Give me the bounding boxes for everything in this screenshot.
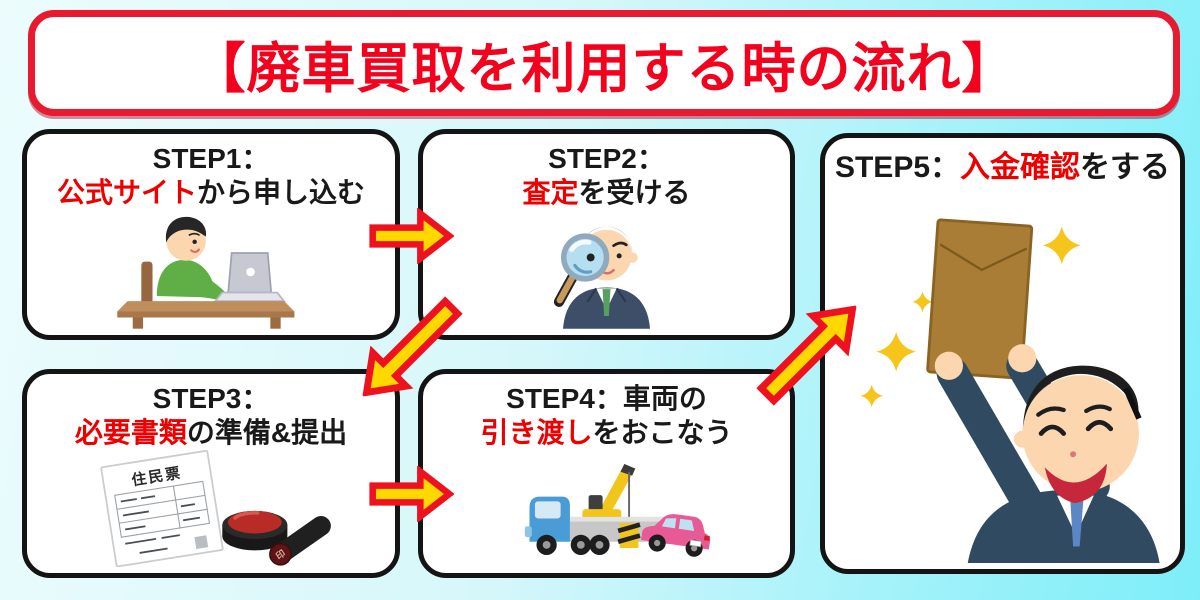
- person: [156, 217, 235, 302]
- head: [1013, 365, 1142, 503]
- document-text-dashes: [120, 495, 201, 555]
- step4-label: STEP4：車両の: [506, 383, 707, 414]
- arrow-step3-to-step4: [368, 466, 454, 522]
- residence-certificate-document: 住民票: [100, 450, 224, 567]
- arrow-step1-to-step2: [368, 208, 454, 264]
- money-envelope: [926, 218, 1034, 380]
- step3-rest: の準備&提出: [186, 417, 348, 449]
- laptop: [213, 252, 286, 303]
- page-title: 【廃車買取を利用する時の流れ】: [191, 38, 1017, 99]
- happy-man-holding-money-envelope-illustration: [860, 218, 1160, 563]
- step2-highlight: 査定: [522, 177, 579, 209]
- red-ink-pad: [222, 511, 288, 551]
- step1-rest: から申し込む: [197, 177, 366, 209]
- sparkles: [860, 226, 1081, 407]
- document-table-lines: [114, 481, 211, 539]
- title-banner: 【廃車買取を利用する時の流れ】: [28, 10, 1180, 116]
- step3-label: STEP3：: [152, 383, 270, 414]
- step1-highlight: 公式サイト: [56, 177, 197, 209]
- step4-heading: STEP4：車両の 引き渡しをおこなう: [480, 382, 732, 450]
- step1-label: STEP1：: [152, 143, 270, 174]
- step5-card: STEP5：入金確認をする: [820, 133, 1185, 574]
- step3-card: STEP3： 必要書類の準備&提出 住民票: [22, 369, 400, 578]
- hanko-seal-stamp: 印: [269, 516, 331, 566]
- step3-heading: STEP3： 必要書類の準備&提出: [75, 382, 347, 450]
- striped-tow-bar: [617, 522, 641, 549]
- step4-highlight: 引き渡し: [480, 417, 593, 449]
- step2-label: STEP2：: [548, 143, 665, 174]
- document-seal-box: [194, 535, 209, 550]
- step3-highlight: 必要書類: [74, 417, 187, 449]
- step2-card: STEP2： 査定を受ける: [418, 129, 795, 340]
- step1-card: STEP1： 公式サイトから申し込む: [22, 129, 400, 340]
- body-suit: [967, 489, 1160, 563]
- step1-heading: STEP1： 公式サイトから申し込む: [57, 142, 365, 210]
- step2-rest: を受ける: [578, 177, 691, 209]
- desk: [117, 301, 295, 329]
- step2-heading: STEP2： 査定を受ける: [522, 142, 690, 210]
- step5-highlight: 入金確認: [960, 151, 1081, 184]
- man-applying-on-laptop-illustration: [117, 217, 295, 329]
- step5-label: STEP5：: [834, 151, 961, 184]
- step4-card: STEP4：車両の 引き渡しをおこなう: [418, 369, 795, 578]
- step5-heading: STEP5：入金確認をする: [835, 150, 1170, 187]
- arrow-step4-to-step5: [743, 285, 877, 419]
- arrow-step2-to-step3: [342, 283, 476, 417]
- magnifying-glass: [553, 233, 610, 308]
- pink-car: [641, 514, 711, 558]
- step4-rest: をおこなう: [592, 417, 733, 449]
- tow-truck-towing-pink-car-illustration: [524, 464, 711, 558]
- step5-rest: をする: [1080, 151, 1171, 184]
- residence-certificate-inkpad-and-seal-illustration: 住民票: [100, 450, 331, 567]
- appraiser-with-magnifying-glass-illustration: [553, 226, 651, 329]
